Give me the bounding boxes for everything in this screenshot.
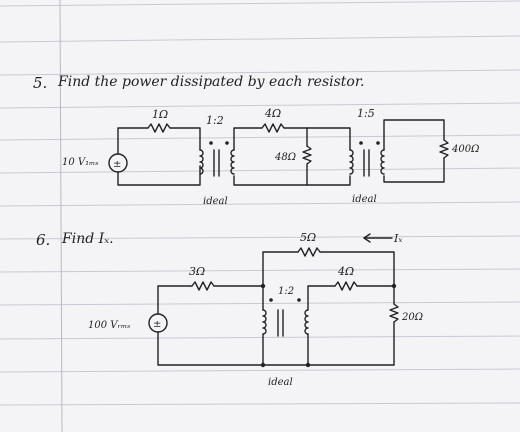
transformer-2-secondary [380, 149, 385, 175]
source-sign: ± [113, 159, 121, 170]
r-top-label: 5Ω [300, 231, 316, 244]
transformer-2-primary [349, 149, 354, 175]
resistor-4ohm-b [334, 281, 358, 291]
transformer-1-primary [199, 149, 204, 175]
r1-label: 1Ω [152, 108, 168, 121]
r3-label: 48Ω [274, 152, 296, 163]
source-6-label: 100 Vᵣₘₛ [88, 320, 130, 331]
t1-note: ideal [203, 196, 228, 207]
resistor-4ohm [261, 123, 285, 133]
r-left-label: 3Ω [189, 265, 205, 278]
t1-ratio: 1:2 [206, 114, 224, 127]
problem-6: 6. Find Iₓ. ± 100 Vᵣₘₛ 3Ω 5Ω Iₓ [36, 231, 423, 388]
t-note: ideal [268, 377, 293, 388]
t-ratio: 1:2 [278, 286, 294, 297]
problem-5-statement: Find the power dissipated by each resist… [57, 74, 364, 90]
transformer-1-secondary [230, 149, 235, 175]
problem-6-statement: Find Iₓ. [61, 231, 114, 247]
resistor-1ohm [147, 123, 171, 133]
r2-label: 4Ω [264, 107, 281, 120]
r-right-label: 20Ω [401, 312, 423, 323]
voltage-source-10v [108, 153, 128, 173]
current-label: Iₓ [393, 232, 402, 245]
r-mid-label: 4Ω [337, 265, 354, 278]
resistor-400ohm [439, 139, 449, 159]
resistor-3ohm [191, 281, 215, 291]
problem-5-circuit: ± 10 V₁ₘₛ 1Ω 1:2 ideal 4Ω 48Ω [62, 107, 479, 207]
resistor-20ohm [389, 303, 399, 323]
resistor-5ohm [297, 247, 321, 257]
source-6-sign: ± [153, 319, 161, 330]
transformer-6-secondary [304, 309, 309, 335]
problem-5: 5. Find the power dissipated by each res… [33, 74, 479, 207]
transformer-6-primary [262, 309, 267, 335]
problem-6-number: 6. [36, 231, 50, 249]
problem-6-circuit: ± 100 Vᵣₘₛ 3Ω 5Ω Iₓ 1:2 ideal [88, 231, 423, 388]
t2-ratio: 1:5 [357, 107, 375, 120]
problem-5-number: 5. [33, 74, 47, 92]
resistor-48ohm [302, 145, 312, 165]
r4-label: 400Ω [451, 144, 479, 155]
t2-note: ideal [352, 194, 377, 205]
source-label: 10 V₁ₘₛ [62, 157, 99, 168]
